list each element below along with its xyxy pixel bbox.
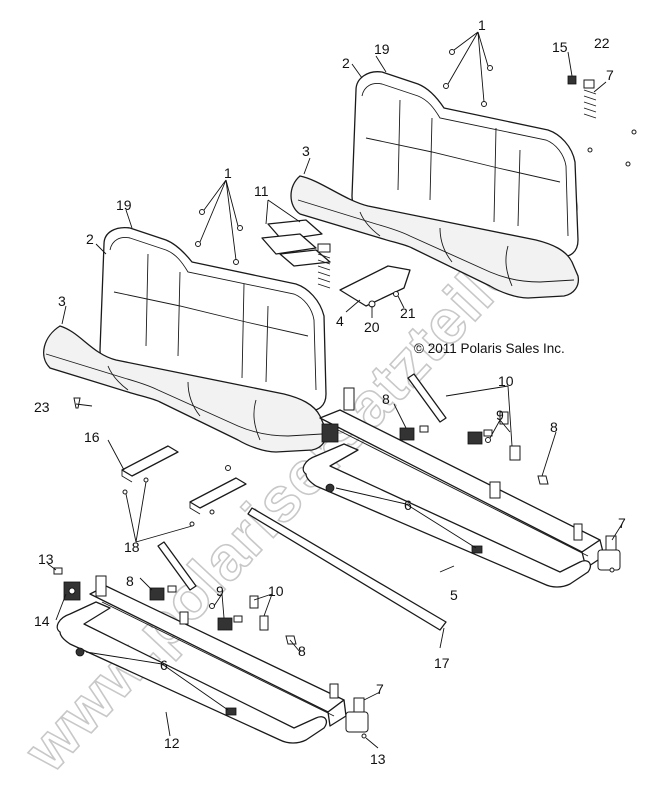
callout-4: 4 <box>336 313 344 329</box>
callout-1: 1 <box>224 165 232 181</box>
screws-upper <box>443 49 637 167</box>
callout-10: 10 <box>498 373 514 389</box>
latch-spring-mid <box>317 243 331 289</box>
callout-13: 13 <box>370 751 386 767</box>
rear-seat-frame <box>302 387 605 588</box>
front-seat-frame <box>56 575 347 744</box>
callout-16: 16 <box>84 429 100 445</box>
callout-3: 3 <box>58 293 66 309</box>
callout-22: 22 <box>594 35 610 51</box>
screws-lower <box>195 209 243 265</box>
callout-8: 8 <box>298 643 306 659</box>
callout-5: 5 <box>450 587 458 603</box>
callout-13: 13 <box>38 551 54 567</box>
frame-hinge-upper <box>321 423 339 443</box>
callout-8: 8 <box>550 419 558 435</box>
callout-19: 19 <box>116 197 132 213</box>
callout-18: 18 <box>124 539 140 555</box>
callout-labels: 1 19 2 15 22 7 3 1 11 19 2 3 4 20 21 10 … <box>34 17 626 767</box>
seat-pad-set <box>261 219 331 267</box>
seat-plate-16 <box>121 445 179 477</box>
front-seat-cushion <box>43 325 328 453</box>
callout-8: 8 <box>126 573 134 589</box>
callout-8: 8 <box>382 391 390 407</box>
seat-knob-upper <box>597 535 621 573</box>
callout-17: 17 <box>434 655 450 671</box>
callout-21: 21 <box>400 305 416 321</box>
callout-15: 15 <box>552 39 568 55</box>
rear-seat-assembly <box>290 71 580 299</box>
callout-14: 14 <box>34 613 50 629</box>
seat-latch-plate <box>339 265 411 307</box>
callout-6: 6 <box>160 657 168 673</box>
callout-2: 2 <box>342 55 350 71</box>
callout-10: 10 <box>268 583 284 599</box>
callout-11: 11 <box>254 183 269 199</box>
front-seat-assembly <box>43 226 328 453</box>
callout-9: 9 <box>496 407 504 423</box>
seat-belt-lower <box>149 541 297 645</box>
copyright-notice: © 2011 Polaris Sales Inc. <box>414 341 565 356</box>
leader-lines <box>47 31 623 749</box>
latch-spring-top <box>567 75 597 119</box>
seat-belt-upper <box>399 373 549 485</box>
callout-23: 23 <box>34 399 50 415</box>
callout-2: 2 <box>86 231 94 247</box>
callout-3: 3 <box>302 143 310 159</box>
callout-12: 12 <box>164 735 180 751</box>
frame-hinge-lower <box>63 581 81 601</box>
seat-knob-lower <box>345 697 369 739</box>
callout-1: 1 <box>478 17 486 33</box>
callout-19: 19 <box>374 41 390 57</box>
support-rod <box>247 507 447 631</box>
callout-7: 7 <box>618 515 626 531</box>
callout-6: 6 <box>404 497 412 513</box>
seat-plate-18 <box>189 477 247 509</box>
bumper-23 <box>73 397 81 409</box>
callout-20: 20 <box>364 319 380 335</box>
callout-7: 7 <box>606 67 614 83</box>
callout-9: 9 <box>216 583 224 599</box>
callout-7: 7 <box>376 681 384 697</box>
